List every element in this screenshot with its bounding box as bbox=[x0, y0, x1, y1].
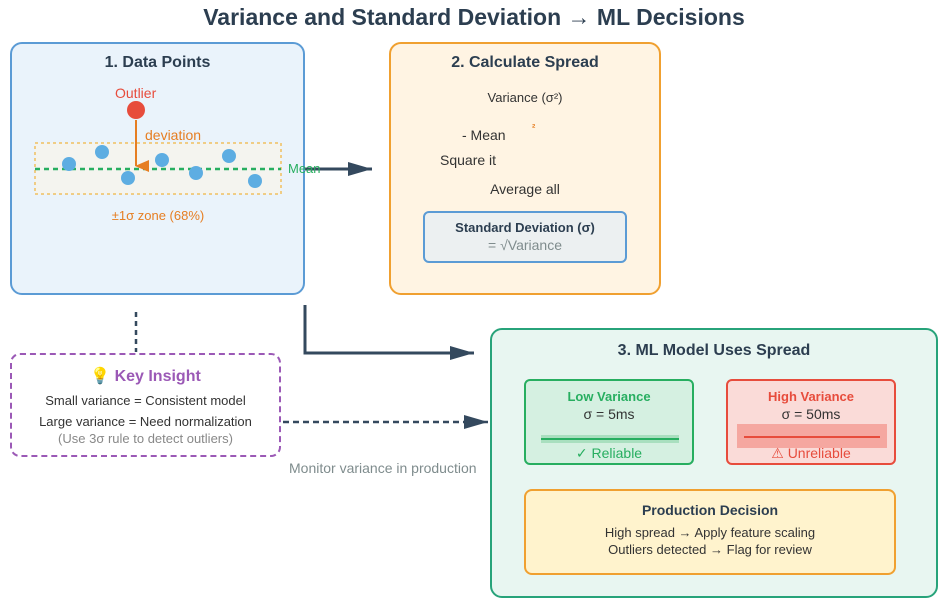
production-decision-line-1: High spread → Apply feature scaling bbox=[604, 525, 816, 540]
deviation-label: deviation bbox=[145, 127, 202, 143]
high-variance-band bbox=[737, 424, 887, 448]
production-decision-title: Production Decision bbox=[641, 502, 779, 518]
outlier-label: Outlier bbox=[115, 85, 157, 101]
mean-label: Mean bbox=[288, 161, 321, 176]
minus-mean-label: - Mean bbox=[462, 127, 506, 143]
arrow-to-ml-model bbox=[303, 305, 474, 360]
low-variance-card: Low Variance σ = 5ms ✓ Reliable bbox=[524, 379, 694, 465]
variance-label: Variance (σ²) bbox=[487, 90, 563, 105]
std-dev-title: Standard Deviation (σ) bbox=[455, 220, 595, 235]
data-point bbox=[248, 174, 262, 188]
insight-line-2: Large variance = Need normalization bbox=[39, 414, 252, 429]
low-variance-value: σ = 5ms bbox=[583, 406, 635, 422]
zone-label: ±1σ zone (68%) bbox=[111, 208, 205, 223]
monitor-label: Monitor variance in production bbox=[289, 460, 477, 476]
sigma-zone bbox=[34, 142, 282, 195]
data-point bbox=[95, 145, 109, 159]
data-point bbox=[189, 166, 203, 180]
page-title: Variance and Standard Deviation → ML Dec… bbox=[203, 4, 745, 30]
calculate-spread-heading: 2. Calculate Spread bbox=[451, 54, 599, 71]
outlier-point bbox=[127, 101, 145, 119]
key-insight-heading: 💡 Key Insight bbox=[12, 366, 279, 386]
std-dev-formula: = √Variance bbox=[488, 237, 562, 253]
high-variance-status: ⚠ Unreliable bbox=[771, 445, 851, 461]
high-variance-value: σ = 50ms bbox=[781, 406, 841, 422]
square-it-label: Square it bbox=[440, 152, 497, 168]
average-all-label: Average all bbox=[490, 181, 560, 197]
production-decision-line-2: Outliers detected → Flag for review bbox=[608, 542, 812, 557]
low-variance-band bbox=[541, 435, 679, 443]
low-variance-status: ✓ Reliable bbox=[575, 445, 643, 461]
insight-line-1: Small variance = Consistent model bbox=[45, 393, 246, 408]
squared-mark: ² bbox=[532, 123, 536, 134]
std-dev-card: Standard Deviation (σ) = √Variance bbox=[423, 211, 627, 263]
data-point bbox=[222, 149, 236, 163]
high-variance-title: High Variance bbox=[768, 389, 854, 404]
key-insight-box: 💡 Key Insight Small variance = Consisten… bbox=[10, 353, 281, 457]
high-variance-card: High Variance σ = 50ms ⚠ Unreliable bbox=[726, 379, 896, 465]
lightbulb-icon: 💡 bbox=[90, 368, 111, 385]
data-point bbox=[62, 157, 76, 171]
data-point bbox=[155, 153, 169, 167]
ml-model-heading: 3. ML Model Uses Spread bbox=[617, 342, 811, 359]
low-variance-title: Low Variance bbox=[567, 389, 651, 404]
data-points-heading: 1. Data Points bbox=[104, 54, 211, 71]
production-decision-card: Production Decision High spread → Apply … bbox=[524, 489, 896, 575]
key-insight-title: Key Insight bbox=[114, 368, 201, 385]
insight-line-3: (Use 3σ rule to detect outliers) bbox=[58, 431, 233, 446]
data-point bbox=[121, 171, 135, 185]
